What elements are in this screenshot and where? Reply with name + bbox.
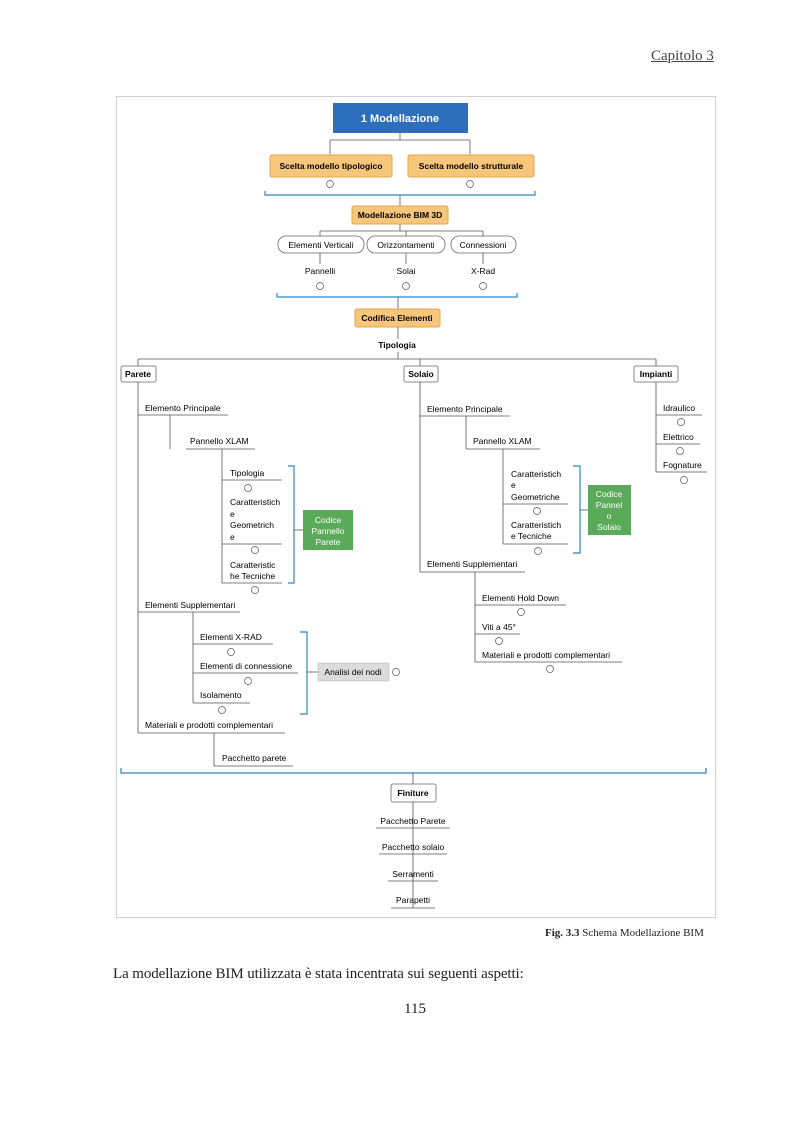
solaio-codice-node — [588, 485, 631, 535]
parete-principale: Elemento Principale — [145, 403, 221, 413]
analisi-nodi-label: Analisi dei nodi — [324, 667, 381, 677]
parete-supplementari: Elementi Supplementari — [145, 600, 235, 610]
group-verticali-label: Elementi Verticali — [288, 240, 353, 250]
body-paragraph: La modellazione BIM utilizzata è stata i… — [113, 966, 524, 982]
parete-supp-xrad: Elementi X-RAD — [200, 632, 262, 642]
branch-parete-label: Parete — [125, 369, 151, 379]
solaio-codice-4: Solaio — [597, 522, 621, 532]
finiture-pacchetto-solaio: Pacchetto solaio — [382, 842, 445, 852]
group-verticali — [277, 235, 365, 254]
solaio-sub-geom-3: Geometriche — [511, 492, 560, 502]
parete-codice-node — [303, 510, 353, 550]
solaio-codice-1: Codice — [596, 489, 623, 499]
solaio-sub-geom-2: e — [511, 480, 516, 490]
root-label: 1 Modellazione — [361, 113, 439, 125]
group-orizzontamenti-label: Orizzontamenti — [377, 240, 434, 250]
chapter-header: Capitolo 3 — [651, 48, 714, 64]
branch-solaio — [403, 365, 439, 383]
impianti-idraulico: Idraulico — [663, 403, 695, 413]
parete-sub-geom-3: Geometrich — [230, 520, 274, 530]
group-connessioni-label: Connessioni — [460, 240, 507, 250]
parete-supp-isolamento: Isolamento — [200, 690, 242, 700]
solaio-sub-geom-1: Caratteristich — [511, 469, 561, 479]
parete-sub-geom-4: e — [230, 532, 235, 542]
solaio-supp-viti: Viti a 45° — [482, 622, 516, 632]
branch-solaio-label: Solaio — [408, 369, 434, 379]
choice-tipologico-label: Scelta modello tipologico — [280, 161, 383, 171]
figure-caption: Fig. 3.3 Schema Modellazione BIM — [545, 927, 704, 939]
parete-codice-2: Pannello — [311, 526, 344, 536]
item-pannelli: Pannelli — [305, 266, 335, 276]
tipologia-label: Tipologia — [378, 340, 416, 350]
item-xrad: X-Rad — [471, 266, 495, 276]
figure-frame — [116, 96, 716, 918]
analisi-nodi-node — [317, 662, 390, 682]
figure-title: Schema Modellazione BIM — [582, 927, 704, 939]
finiture-parapetti: Parapetti — [396, 895, 430, 905]
solaio-codice-2: Pannel — [596, 500, 623, 510]
finiture-pacchetto-parete: Pacchetto Parete — [380, 816, 445, 826]
solaio-sub-tec-1: Caratteristich — [511, 520, 561, 530]
solaio-xlam: Pannello XLAM — [473, 436, 532, 446]
parete-sub-tec-2: he Tecniche — [230, 571, 275, 581]
parete-sub-tec-1: Caratteristic — [230, 560, 276, 570]
solaio-supplementari: Elementi Supplementari — [427, 559, 517, 569]
finiture-label: Finiture — [397, 788, 428, 798]
impianti-fognature: Fognature — [663, 460, 702, 470]
item-solai: Solai — [397, 266, 416, 276]
solaio-codice-3: o — [607, 511, 612, 521]
solaio-supp-materiali: Materiali e prodotti complementari — [482, 650, 610, 660]
figure-label: Fig. 3.3 — [545, 927, 580, 939]
page-number: 115 — [404, 1001, 426, 1017]
codifica-node — [354, 308, 441, 328]
group-connessioni — [450, 235, 517, 254]
codifica-label: Codifica Elementi — [361, 313, 432, 323]
impianti-elettrico: Elettrico — [663, 432, 694, 442]
choice-strutturale — [407, 154, 535, 178]
parete-codice-3: Parete — [315, 537, 340, 547]
parete-sub-geom-2: e — [230, 509, 235, 519]
bim-label: Modellazione BIM 3D — [358, 210, 443, 220]
parete-sub-geom-1: Caratteristich — [230, 497, 280, 507]
choice-strutturale-label: Scelta modello strutturale — [419, 161, 524, 171]
branch-impianti-label: Impianti — [640, 369, 673, 379]
parete-materiali: Materiali e prodotti complementari — [145, 720, 273, 730]
choice-tipologico — [269, 154, 393, 178]
branch-parete — [120, 365, 157, 383]
root-node — [333, 103, 468, 133]
parete-pacchetto: Pacchetto parete — [222, 753, 287, 763]
solaio-supp-holddown: Elementi Hold Down — [482, 593, 559, 603]
parete-xlam: Pannello XLAM — [190, 436, 249, 446]
solaio-principale: Elemento Principale — [427, 404, 503, 414]
parete-supp-connessione: Elementi di connessione — [200, 661, 292, 671]
solaio-sub-tec-2: e Tecniche — [511, 531, 552, 541]
parete-sub-tipologia: Tipologia — [230, 468, 264, 478]
finiture-node — [390, 783, 437, 803]
finiture-serramenti: Serramenti — [392, 869, 434, 879]
parete-codice-1: Codice — [315, 515, 342, 525]
